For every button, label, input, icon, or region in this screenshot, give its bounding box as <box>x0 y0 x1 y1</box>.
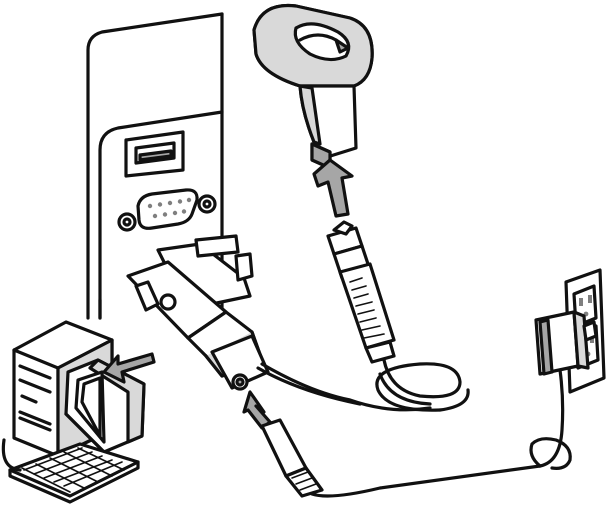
db9-serial-connector <box>128 236 360 404</box>
power-supply-cable <box>531 370 570 468</box>
keyboard <box>3 440 138 502</box>
usb-port <box>126 132 183 176</box>
power-plug <box>262 420 540 496</box>
rj45-cable-connector <box>328 222 394 362</box>
arrow-to-scanner-handle <box>314 160 352 216</box>
barcode-scanner <box>254 6 372 169</box>
serial-port <box>119 190 215 230</box>
power-jack-arrow <box>244 392 270 428</box>
